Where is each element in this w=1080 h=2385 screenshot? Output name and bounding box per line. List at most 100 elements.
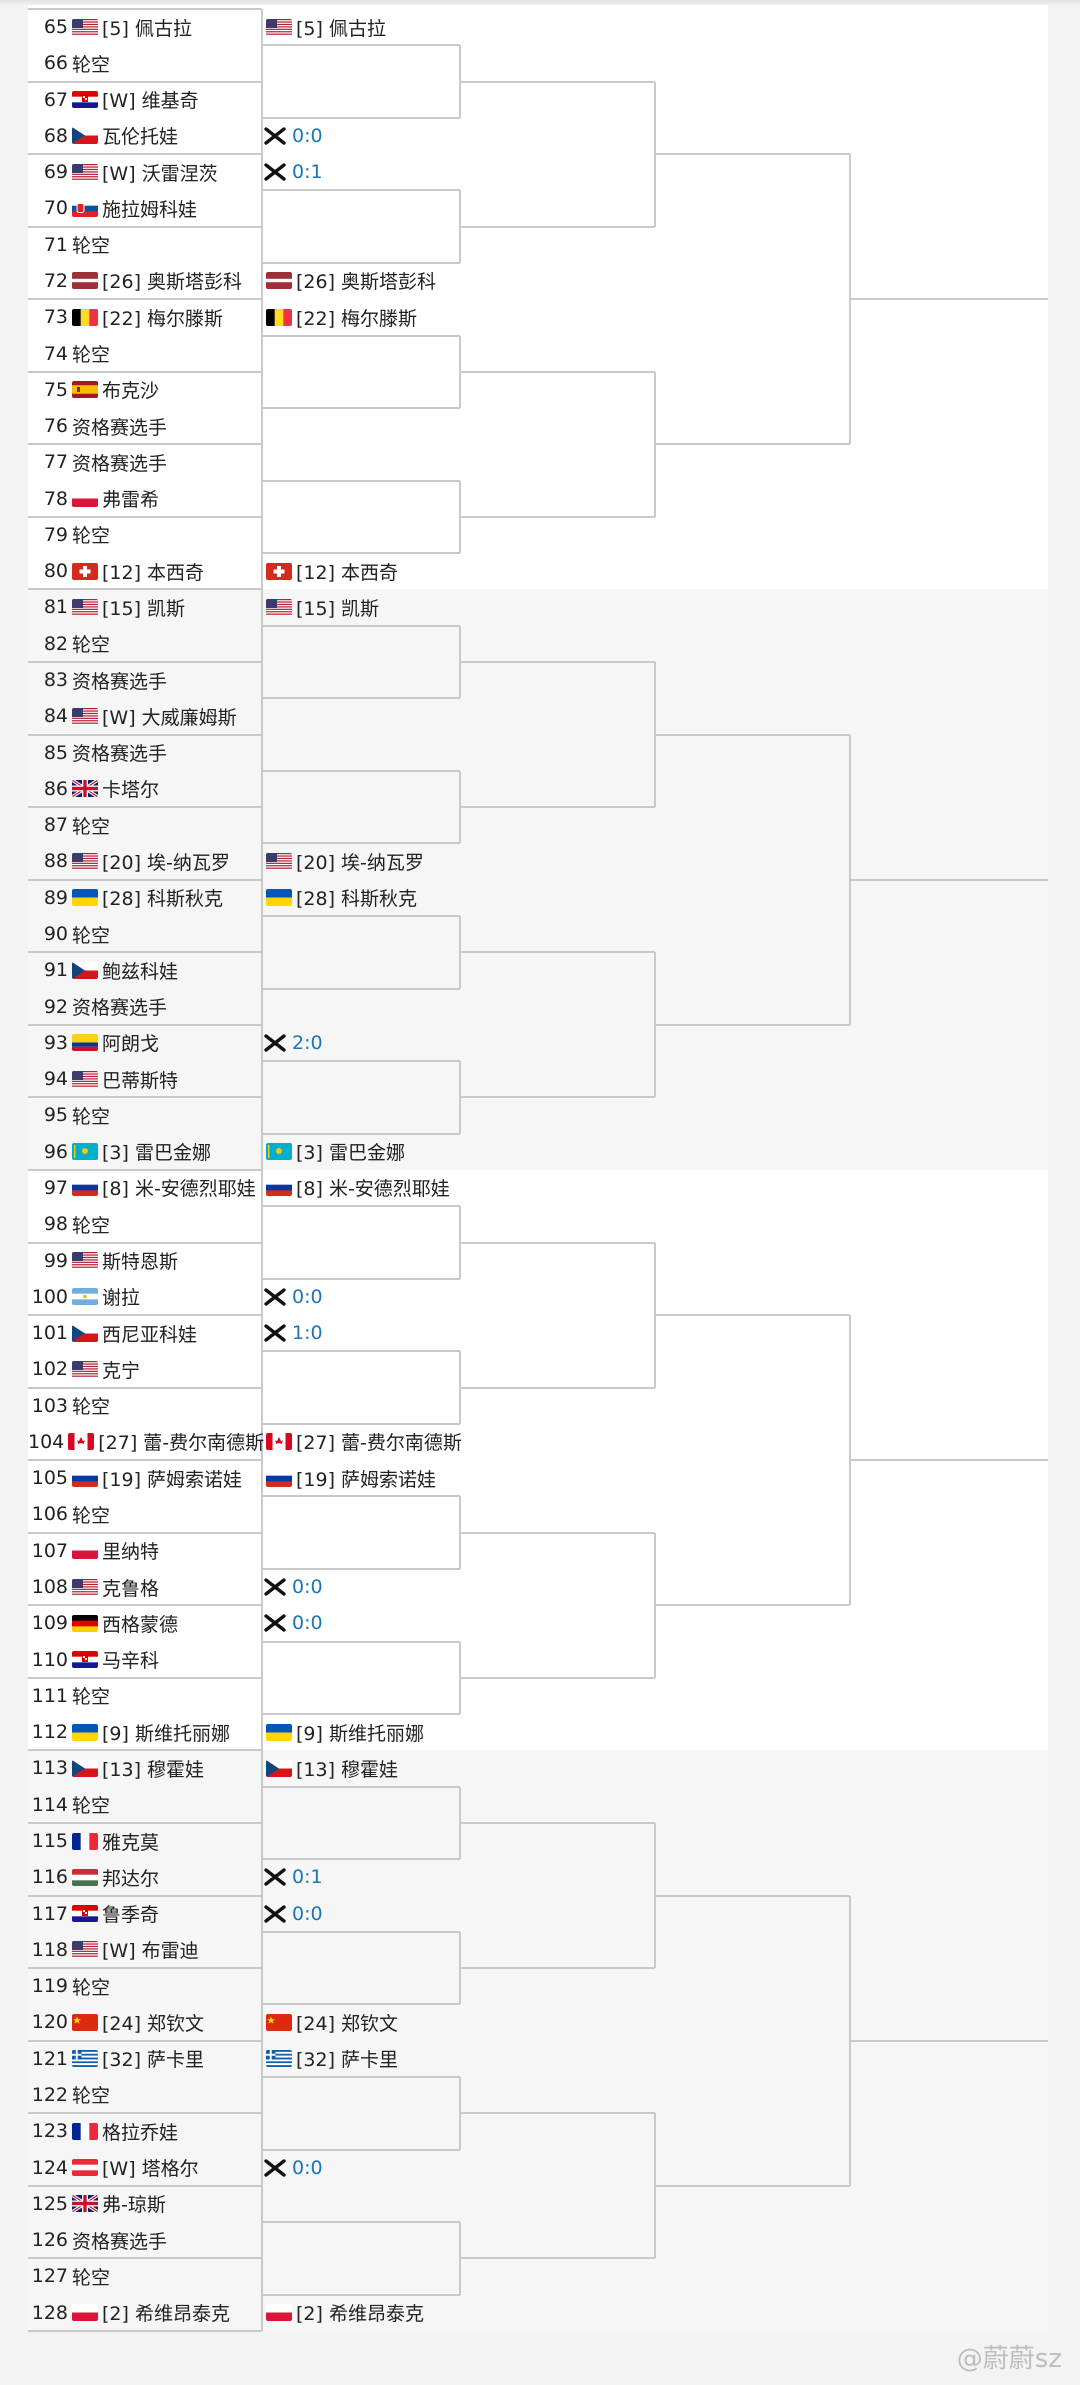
draw-slot[interactable]: 112[9] 斯维托丽娜 [28,1714,262,1750]
round2-connector [262,1350,460,1353]
draw-slot[interactable]: 104[27] 蕾-费尔南德斯 [28,1424,264,1460]
match-score[interactable]: 0:0 [264,1569,323,1605]
round2-player[interactable]: [9] 斯维托丽娜 [264,1714,424,1750]
draw-slot[interactable]: 124[W] 塔格尔 [28,2150,262,2186]
round2-player[interactable]: [13] 穆霍娃 [264,1750,398,1786]
draw-slot[interactable]: 96[3] 雷巴金娜 [28,1134,262,1170]
round2-player[interactable]: [26] 奥斯塔彭科 [264,263,436,299]
match-score[interactable]: 0:1 [264,154,323,190]
player-name: [20] 埃-纳瓦罗 [102,851,230,874]
draw-slot[interactable]: 89[28] 科斯秋克 [28,880,262,916]
round2-player[interactable]: [2] 希维昂泰克 [264,2295,424,2331]
round2-player[interactable]: [24] 郑钦文 [264,2004,398,2040]
round2-player[interactable]: [5] 佩古拉 [264,9,386,45]
round2-player[interactable]: [19] 萨姆索诺娃 [264,1460,436,1496]
draw-slot[interactable]: 65[5] 佩古拉 [28,9,262,45]
match-score[interactable]: 0:0 [264,2150,323,2186]
round2-player[interactable]: [8] 米-安德烈耶娃 [264,1170,450,1206]
match-score[interactable]: 0:0 [264,1605,323,1641]
round1-pair-divider [28,1241,262,1244]
round1-pair-divider [28,2112,262,2115]
draw-slot[interactable]: 81[15] 凯斯 [28,589,262,625]
draw-slot[interactable]: 120[24] 郑钦文 [28,2004,262,2040]
round2-player[interactable]: [3] 雷巴金娜 [264,1134,405,1170]
match-score[interactable]: 1:0 [264,1315,323,1351]
draw-slot[interactable]: 69[W] 沃雷涅茨 [28,154,262,190]
round2-player[interactable]: [12] 本西奇 [264,553,398,589]
draw-slot[interactable]: 67[W] 维基奇 [28,82,262,118]
round2-player[interactable]: [22] 梅尔滕斯 [264,299,417,335]
draw-slot[interactable]: 118[W] 布雷迪 [28,1932,262,1968]
draw-slot[interactable]: 113[13] 穆霍娃 [28,1750,262,1786]
match-score[interactable]: 0:1 [264,1859,323,1895]
round2-player[interactable]: [20] 埃-纳瓦罗 [264,843,424,879]
match-score[interactable]: 0:0 [264,1279,323,1315]
round2-player[interactable]: [27] 蕾-费尔南德斯 [264,1424,462,1460]
round2-player[interactable]: [15] 凯斯 [264,589,379,625]
match-score[interactable]: 2:0 [264,1025,323,1061]
draw-slot[interactable]: 88[20] 埃-纳瓦罗 [28,843,262,879]
round2-player[interactable]: [32] 萨卡里 [264,2041,398,2077]
round2-player[interactable]: [28] 科斯秋克 [264,880,417,916]
draw-slot[interactable]: 121[32] 萨卡里 [28,2041,262,2077]
flag-icon [72,18,98,36]
draw-slot[interactable]: 73[22] 梅尔滕斯 [28,299,262,335]
draw-slot[interactable]: 84[W] 大威廉姆斯 [28,698,262,734]
draw-slot[interactable]: 97[8] 米-安德烈耶娃 [28,1170,262,1206]
match-score[interactable]: 0:0 [264,1896,323,1932]
draw-slot[interactable]: 72[26] 奥斯塔彭科 [28,263,262,299]
round1-pair-divider [28,515,262,518]
player-name: [W] 大威廉姆斯 [102,706,237,729]
player-name: [W] 维基奇 [102,90,199,113]
match-score[interactable]: 0:0 [264,118,323,154]
player-name: 轮空 [72,1396,111,1419]
round1-pair-divider [28,1168,262,1171]
draw-slot[interactable]: 80[12] 本西奇 [28,553,262,589]
draw-slot[interactable]: 105[19] 萨姆索诺娃 [28,1460,262,1496]
draw-slot[interactable]: 128[2] 希维昂泰克 [28,2295,262,2331]
